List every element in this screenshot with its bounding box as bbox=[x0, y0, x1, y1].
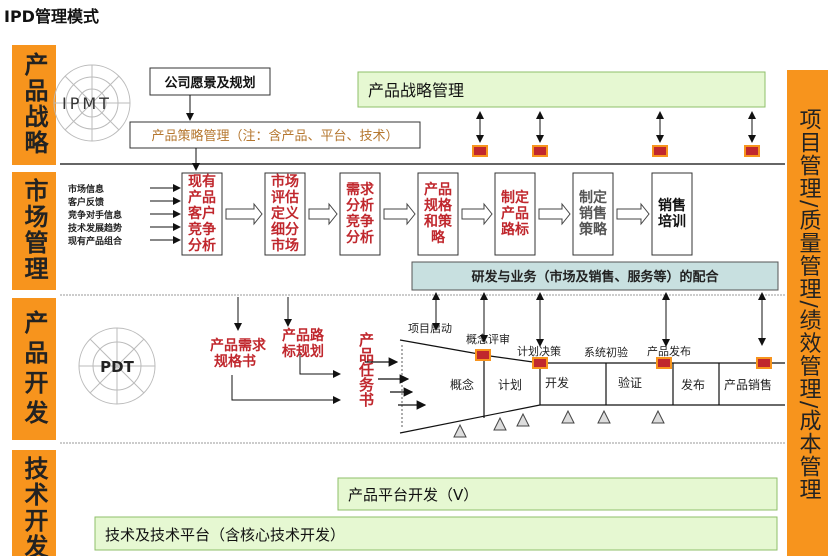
ipmt-label: IPMT bbox=[62, 94, 112, 113]
market-step-text: 现有产品客户竞争分析 bbox=[188, 174, 216, 254]
review-triangle-icon bbox=[561, 409, 575, 424]
vision-box bbox=[149, 67, 271, 96]
market-step-label: 制定销售策略 bbox=[573, 173, 613, 255]
gate-marker-icon bbox=[744, 145, 760, 157]
market-step-box bbox=[339, 172, 381, 256]
milestone-label: 项目启动 bbox=[408, 322, 452, 335]
gate-marker-icon bbox=[475, 349, 491, 361]
phases: 概念 计划 开发 验证 发布 产品销售 bbox=[450, 375, 772, 392]
market-step-text: 市场评估定义细分市场 bbox=[271, 174, 299, 254]
product-strategy-box bbox=[357, 71, 766, 108]
market-input: 现有产品组合 bbox=[68, 235, 123, 247]
market-step-label: 销售培训 bbox=[652, 173, 692, 255]
market-step-box bbox=[181, 172, 223, 256]
gate-marker-icon bbox=[656, 357, 672, 369]
market-step-box bbox=[572, 172, 614, 256]
market-step-text: 销售培训 bbox=[658, 198, 686, 230]
page-title: IPD管理模式 bbox=[4, 7, 99, 26]
lane-labels: 产品战略 市场管理 产品开发 技术开发 bbox=[12, 45, 56, 556]
platform-dev-label: 产品平台开发（V） bbox=[348, 486, 478, 504]
phase-label: 开发 bbox=[545, 375, 569, 390]
right-bar bbox=[787, 70, 828, 556]
tech-platform-box bbox=[94, 516, 778, 551]
market-step-text: 制定销售策略 bbox=[579, 190, 607, 238]
market-step-box bbox=[494, 172, 536, 256]
milestone-label: 概念评审 bbox=[466, 332, 510, 346]
milestone-label: 产品发布 bbox=[647, 344, 691, 358]
doc-charter: 产品任务书 bbox=[357, 331, 375, 408]
market-step-text: 制定产品路标 bbox=[501, 190, 529, 238]
market-step-text: 产品规格和策略 bbox=[424, 182, 452, 246]
market-step-box bbox=[264, 172, 306, 256]
market-step-label: 市场评估定义细分市场 bbox=[265, 173, 305, 255]
strategy-gates bbox=[472, 111, 760, 157]
market-input: 市场信息 bbox=[68, 183, 104, 195]
flow-arrow-icon bbox=[616, 202, 650, 226]
lane-label-strategy: 产品战略 bbox=[20, 51, 48, 156]
market-step-label: 现有产品客户竞争分析 bbox=[182, 173, 222, 255]
flow-arrow-icon bbox=[308, 202, 338, 226]
market-input: 客户反馈 bbox=[67, 196, 104, 208]
market-input: 技术发展趋势 bbox=[68, 222, 122, 234]
coop-bar bbox=[411, 261, 779, 291]
market-step-label: 产品规格和策略 bbox=[418, 173, 458, 255]
pdt-wheel-icon bbox=[78, 327, 156, 405]
right-bar-label: 项目管理/质量管理/绩效管理/成本管理 bbox=[796, 108, 822, 501]
gate-marker-icon bbox=[756, 357, 772, 369]
lane-label-development: 产品开发 bbox=[20, 309, 49, 430]
market-steps bbox=[181, 172, 693, 256]
phase-label: 发布 bbox=[681, 377, 705, 392]
vision-label: 公司愿景及规划 bbox=[164, 75, 255, 91]
gate-marker-icon bbox=[472, 145, 488, 157]
gate-marker-icon bbox=[532, 145, 548, 157]
doc-requirements: 产品需求规格书 bbox=[210, 337, 267, 370]
review-triangle-icon bbox=[597, 409, 611, 424]
product-strategy-label: 产品战略管理 bbox=[368, 81, 464, 100]
policy-box bbox=[129, 121, 421, 149]
lane-label-technology: 技术开发 bbox=[20, 456, 49, 556]
market-step-text: 需求分析竞争分析 bbox=[346, 182, 374, 246]
platform-dev-box bbox=[337, 477, 778, 511]
flow-arrow-icon bbox=[461, 202, 493, 226]
milestone-label: 计划决策 bbox=[517, 344, 561, 358]
market-step-box bbox=[651, 172, 693, 256]
phase-label: 概念 bbox=[450, 377, 474, 392]
ipd-funnel bbox=[365, 339, 785, 434]
doc-roadmap: 产品路标规划 bbox=[281, 327, 325, 360]
market-step-label: 制定产品路标 bbox=[495, 173, 535, 255]
flow-arrow-icon bbox=[538, 202, 571, 226]
dev-sync-arrows bbox=[432, 292, 766, 347]
ipmt-wheel-icon bbox=[53, 64, 131, 142]
review-triangles bbox=[453, 409, 665, 438]
review-triangle-icon bbox=[493, 416, 507, 431]
gate-marker-icon bbox=[652, 145, 668, 157]
market-step-label: 需求分析竞争分析 bbox=[340, 173, 380, 255]
phase-label: 产品销售 bbox=[724, 377, 772, 392]
tech-platform-label: 技术及技术平台（含核心技术开发） bbox=[105, 526, 345, 544]
market-step-box bbox=[417, 172, 459, 256]
market-input: 竞争对手信息 bbox=[67, 209, 122, 221]
coop-label: 研发与业务（市场及销售、服务等）的配合 bbox=[471, 269, 719, 285]
review-triangle-icon bbox=[453, 423, 467, 438]
review-triangle-icon bbox=[516, 412, 530, 427]
phase-label: 计划 bbox=[498, 378, 522, 392]
flow-arrow-icon bbox=[383, 202, 416, 226]
policy-label: 产品策略管理（注：含产品、平台、技术） bbox=[151, 128, 398, 144]
milestone-label: 系统初验 bbox=[584, 345, 628, 359]
flow-arrow-icon bbox=[225, 202, 263, 226]
lane-label-market: 市场管理 bbox=[20, 177, 48, 282]
gate-marker-icon bbox=[532, 357, 548, 369]
review-triangle-icon bbox=[651, 409, 665, 424]
phase-label: 验证 bbox=[618, 375, 642, 390]
pdt-label: PDT bbox=[100, 358, 134, 376]
